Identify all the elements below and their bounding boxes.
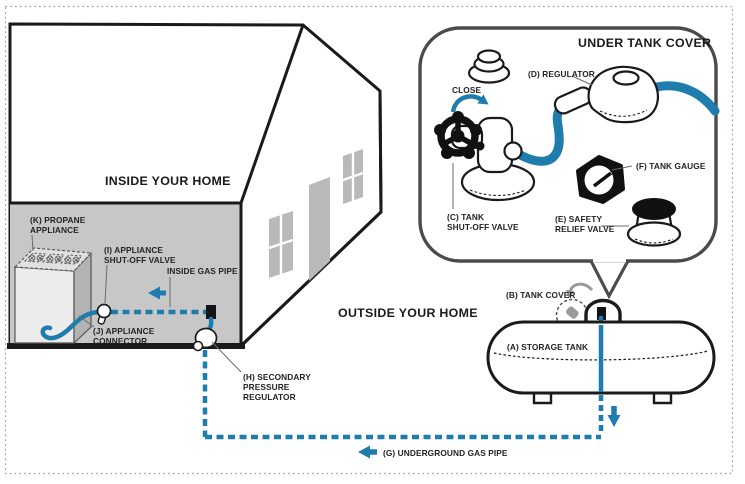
- label-appliance-connector: CONNECTOR: [93, 336, 147, 346]
- text-labels: INSIDE YOUR HOME OUTSIDE YOUR HOME UNDER…: [30, 36, 711, 458]
- label-underground-gas-pipe: (G) UNDERGROUND GAS PIPE: [383, 448, 508, 458]
- label-appliance-connector: (J) APPLIANCE: [93, 326, 155, 336]
- propane-appliance: [13, 247, 93, 345]
- label-tank-gauge: (F) TANK GAUGE: [636, 161, 706, 171]
- dome-fitting: [597, 307, 606, 320]
- label-regulator: (D) REGULATOR: [528, 69, 595, 79]
- label-secondary-pressure-regulator: PRESSURE: [243, 382, 290, 392]
- burner-boxes: [23, 252, 84, 265]
- valve-handwheel: [434, 111, 482, 159]
- fill-valve-cap: [467, 49, 511, 84]
- inside-piping: [40, 286, 218, 352]
- section-under-tank-cover: UNDER TANK COVER: [578, 36, 711, 50]
- underground-piping: [202, 350, 621, 459]
- label-secondary-pressure-regulator: (H) SECONDARY: [243, 372, 311, 382]
- burners: [28, 254, 80, 264]
- close-arrow: [450, 94, 489, 113]
- storage-tank: [486, 282, 716, 405]
- secondary-pressure-regulator: [192, 327, 218, 352]
- tank-gauge: [576, 155, 625, 204]
- label-tank-shut-off-valve: (C) TANK: [447, 212, 484, 222]
- label-tank-shut-off-valve: SHUT-OFF VALVE: [447, 222, 519, 232]
- label-close: CLOSE: [452, 85, 481, 95]
- window-upper: [342, 149, 364, 204]
- regulator: [553, 65, 659, 124]
- wall-fitting: [206, 305, 216, 319]
- window-lower: [268, 211, 294, 278]
- label-safety-relief-valve: RELIEF VALVE: [555, 224, 615, 234]
- label-inside-gas-pipe: INSIDE GAS PIPE: [167, 266, 238, 276]
- label-safety-relief-valve: (E) SAFETY: [555, 214, 602, 224]
- rotate-arrow: [565, 282, 594, 299]
- label-tank-cover: (B) TANK COVER: [506, 290, 575, 300]
- section-outside-home: OUTSIDE YOUR HOME: [338, 306, 478, 320]
- callout-bubble: [418, 26, 720, 300]
- appliance-shut-off-valve: [96, 303, 112, 325]
- tank-shut-off-valve: [434, 111, 536, 202]
- house: [7, 22, 383, 349]
- door: [309, 177, 330, 281]
- section-inside-home: INSIDE YOUR HOME: [105, 174, 231, 188]
- label-propane-appliance: (K) PROPANE: [30, 215, 86, 225]
- label-secondary-pressure-regulator: REGULATOR: [243, 392, 296, 402]
- safety-relief-valve: [626, 198, 682, 247]
- label-storage-tank: (A) STORAGE TANK: [507, 342, 588, 352]
- label-appliance-shut-off-valve: (I) APPLIANCE: [104, 245, 163, 255]
- tank-cover-cap: [566, 306, 579, 319]
- tank-liquid-level: [493, 350, 709, 361]
- label-appliance-shut-off-valve: SHUT-OFF VALVE: [104, 255, 176, 265]
- label-propane-appliance: APPLIANCE: [30, 225, 79, 235]
- dotted-border: [4, 5, 734, 475]
- leader-lines: [31, 75, 633, 373]
- appliance-connector-hose: [40, 309, 101, 341]
